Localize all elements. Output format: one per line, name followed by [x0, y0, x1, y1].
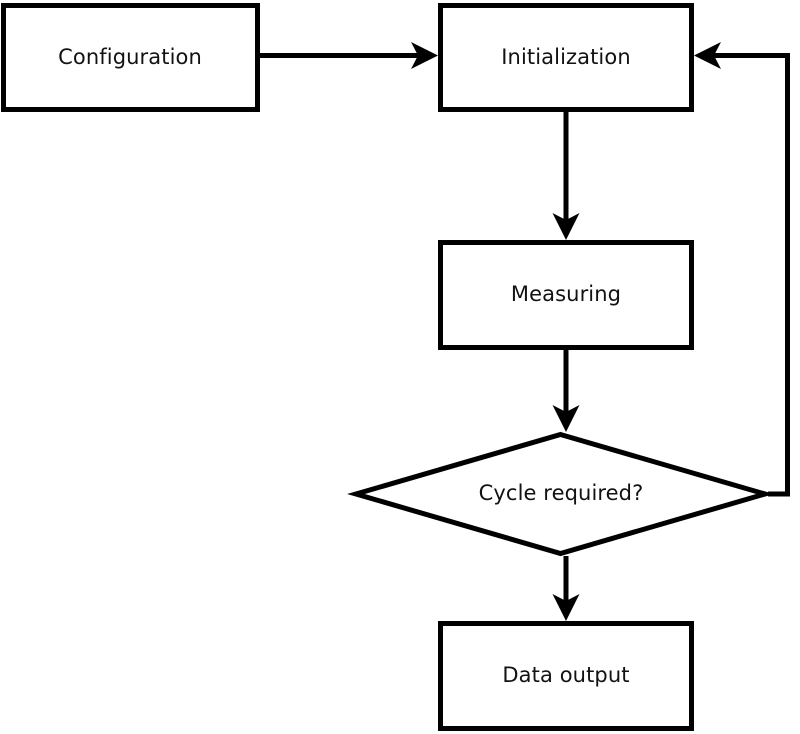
edge-line — [708, 53, 790, 497]
node-rectangle[interactable] — [438, 621, 694, 731]
edge-cycle-required-to-data-output — [552, 556, 580, 621]
arrowhead-right-icon — [411, 42, 438, 69]
node-measuring[interactable]: Measuring — [438, 240, 694, 350]
node-label-configuration: Configuration — [58, 45, 202, 69]
edge-cycle-required-to-initialization — [694, 42, 790, 497]
node-rectangle[interactable] — [438, 240, 694, 350]
node-rectangle[interactable] — [1, 3, 260, 112]
arrowhead-down-icon — [552, 594, 580, 621]
node-configuration[interactable]: Configuration — [1, 3, 260, 112]
node-label-data-output: Data output — [502, 663, 629, 687]
node-diamond[interactable] — [347, 431, 774, 557]
node-label-initialization: Initialization — [501, 45, 630, 69]
edge-measuring-to-cycle-required — [552, 350, 580, 432]
node-rectangle[interactable] — [438, 3, 694, 112]
node-label-measuring: Measuring — [511, 282, 621, 306]
arrowhead-down-icon — [552, 213, 580, 240]
arrowhead-left-icon — [694, 42, 721, 69]
edge-initialization-to-measuring — [552, 112, 580, 240]
node-cycle-required[interactable]: Cycle required? — [347, 431, 774, 557]
node-initialization[interactable]: Initialization — [438, 3, 694, 112]
arrowhead-down-icon — [552, 405, 580, 432]
node-data-output[interactable]: Data output — [438, 621, 694, 731]
edge-configuration-to-initialization — [260, 42, 438, 69]
node-label-cycle-required: Cycle required? — [479, 481, 644, 505]
